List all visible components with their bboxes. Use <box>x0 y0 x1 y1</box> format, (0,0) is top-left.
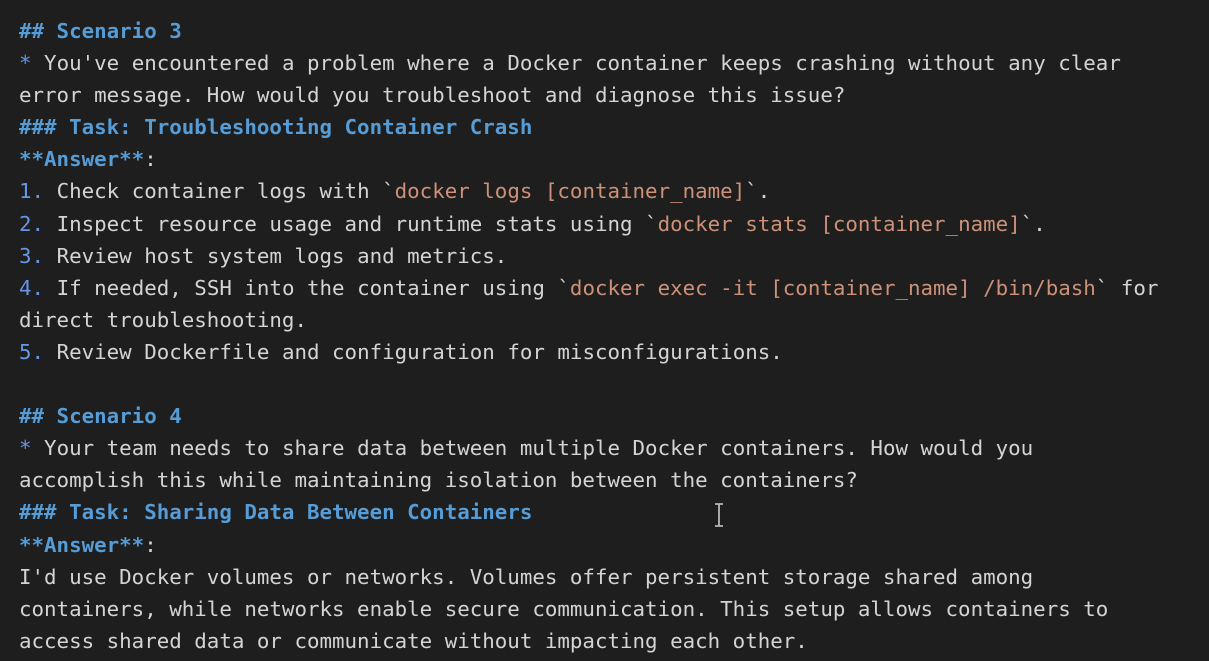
scenario-4-answer-line-2: containers, while networks enable secure… <box>19 596 1109 621</box>
scenario-4-question-line-2: accomplish this while maintaining isolat… <box>19 468 858 493</box>
scenario-4-answer-line-3: access shared data or communicate withou… <box>19 628 808 653</box>
scenario-4-answer-label: **Answer**: <box>19 532 157 557</box>
scenario-3-step-1: 1. Check container logs with `docker log… <box>19 179 771 204</box>
inline-code: docker exec -it [container_name] /bin/ba… <box>569 275 1096 300</box>
text-cursor-icon <box>715 503 723 527</box>
scenario-3-step-2: 2. Inspect resource usage and runtime st… <box>19 211 1046 236</box>
scenario-4-task-heading: ### Task: Sharing Data Between Container… <box>19 500 533 525</box>
scenario-4-question-line-1: * Your team needs to share data between … <box>19 436 1034 461</box>
scenario-3-question-line-1: * You've encountered a problem where a D… <box>19 51 1121 76</box>
scenario-3-heading: ## Scenario 3 <box>19 19 182 43</box>
scenario-3-step-4-continuation: direct troubleshooting. <box>19 307 307 332</box>
scenario-3-task-heading: ### Task: Troubleshooting Container Cras… <box>19 115 533 140</box>
scenario-4-heading: ## Scenario 4 <box>19 404 182 429</box>
bullet-marker: * <box>19 51 32 76</box>
scenario-3-step-4: 4. If needed, SSH into the container usi… <box>19 275 1159 300</box>
scenario-4-answer-line-1: I'd use Docker volumes or networks. Volu… <box>19 564 1034 589</box>
inline-code: docker logs [container_name] <box>394 179 746 204</box>
bullet-marker: * <box>19 436 32 461</box>
scenario-3-question-line-2: error message. How would you troubleshoo… <box>19 83 846 108</box>
blank-line <box>19 368 1209 400</box>
scenario-3-step-3: 3. Review host system logs and metrics. <box>19 243 508 268</box>
scenario-3-answer-label: **Answer**: <box>19 147 157 172</box>
inline-code: docker stats [container_name] <box>657 211 1021 236</box>
scenario-3-step-5: 5. Review Dockerfile and configuration f… <box>19 339 783 364</box>
